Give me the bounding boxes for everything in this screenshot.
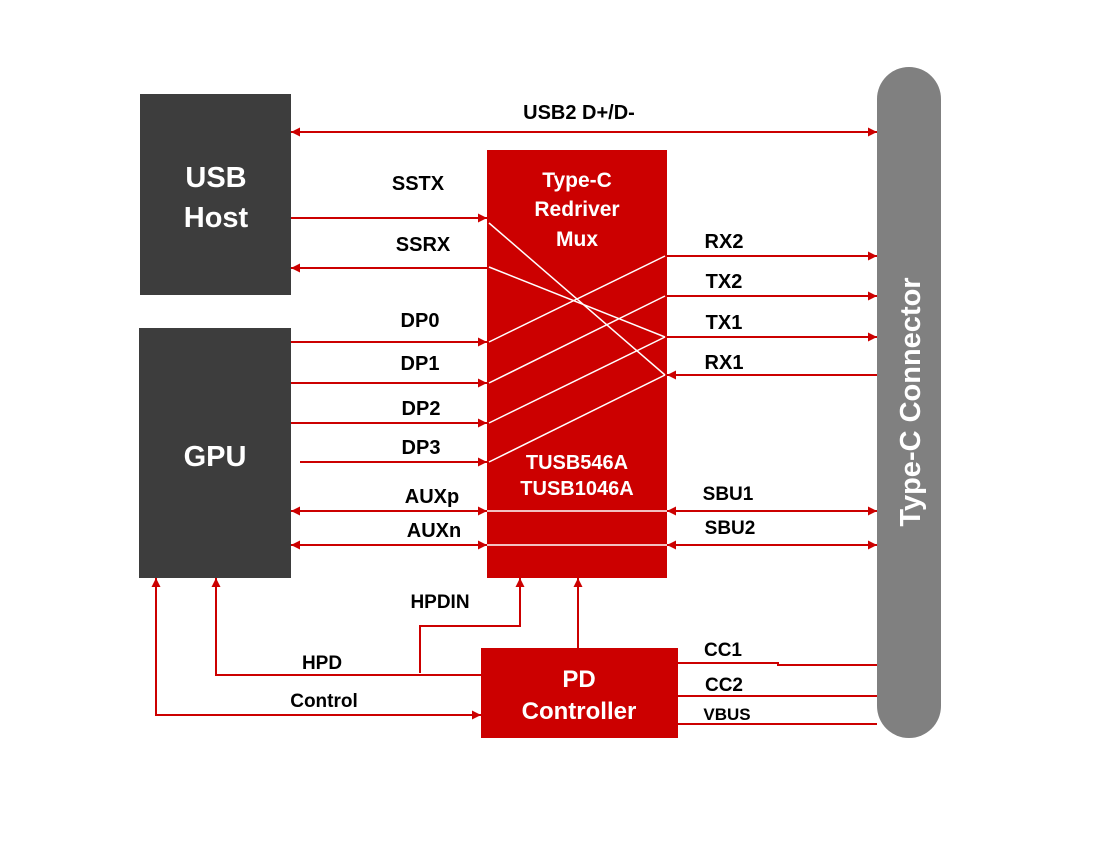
mux-part-line1: TUSB546A <box>526 452 628 474</box>
dp1-label: DP1 <box>401 353 440 375</box>
pd-controller-label-line1: PD <box>562 666 595 693</box>
mux-crossbar <box>487 222 667 546</box>
cc1-wire <box>678 662 877 666</box>
mux-title-line3: Mux <box>556 228 598 251</box>
rx1-label: RX1 <box>705 352 744 374</box>
control-wire <box>151 578 481 720</box>
usb-host-block <box>140 94 291 295</box>
tx1-label: TX1 <box>706 312 743 334</box>
type-c-connector-label: Type-C Connector <box>895 277 927 526</box>
sstx-label: SSTX <box>392 173 445 195</box>
cc2-label: CC2 <box>705 675 743 696</box>
control-label: Control <box>290 691 358 712</box>
usb-host-label-line2: Host <box>184 202 249 234</box>
usb2-label: USB2 D+/D- <box>523 102 635 124</box>
hpd-label: HPD <box>302 653 342 674</box>
usb-host-label-line1: USB <box>185 162 246 194</box>
mux-block <box>487 150 667 578</box>
rx2-label: RX2 <box>705 231 744 253</box>
auxn-label: AUXn <box>407 520 461 542</box>
mux-part-line2: TUSB1046A <box>520 478 633 500</box>
cc1-label: CC1 <box>704 640 742 661</box>
signal-wires <box>151 127 877 725</box>
dp3-label: DP3 <box>402 437 441 459</box>
vbus-label: VBUS <box>703 705 750 724</box>
mux-title-line1: Type-C <box>542 169 612 192</box>
dp0-label: DP0 <box>401 310 440 332</box>
sbu2-label: SBU2 <box>705 518 756 539</box>
dp2-label: DP2 <box>402 398 441 420</box>
sbu1-label: SBU1 <box>703 484 754 505</box>
pd-controller-label-line2: Controller <box>522 698 637 725</box>
gpu-label: GPU <box>184 441 247 473</box>
gpu-block <box>139 328 291 578</box>
pd-controller-block <box>481 648 678 738</box>
auxp-label: AUXp <box>405 486 459 508</box>
mux-title-line2: Redriver <box>534 198 619 221</box>
type-c-connector-block <box>877 67 941 738</box>
tx2-label: TX2 <box>706 271 743 293</box>
hpdin-label: HPDIN <box>410 592 469 613</box>
ssrx-label: SSRX <box>396 234 451 256</box>
